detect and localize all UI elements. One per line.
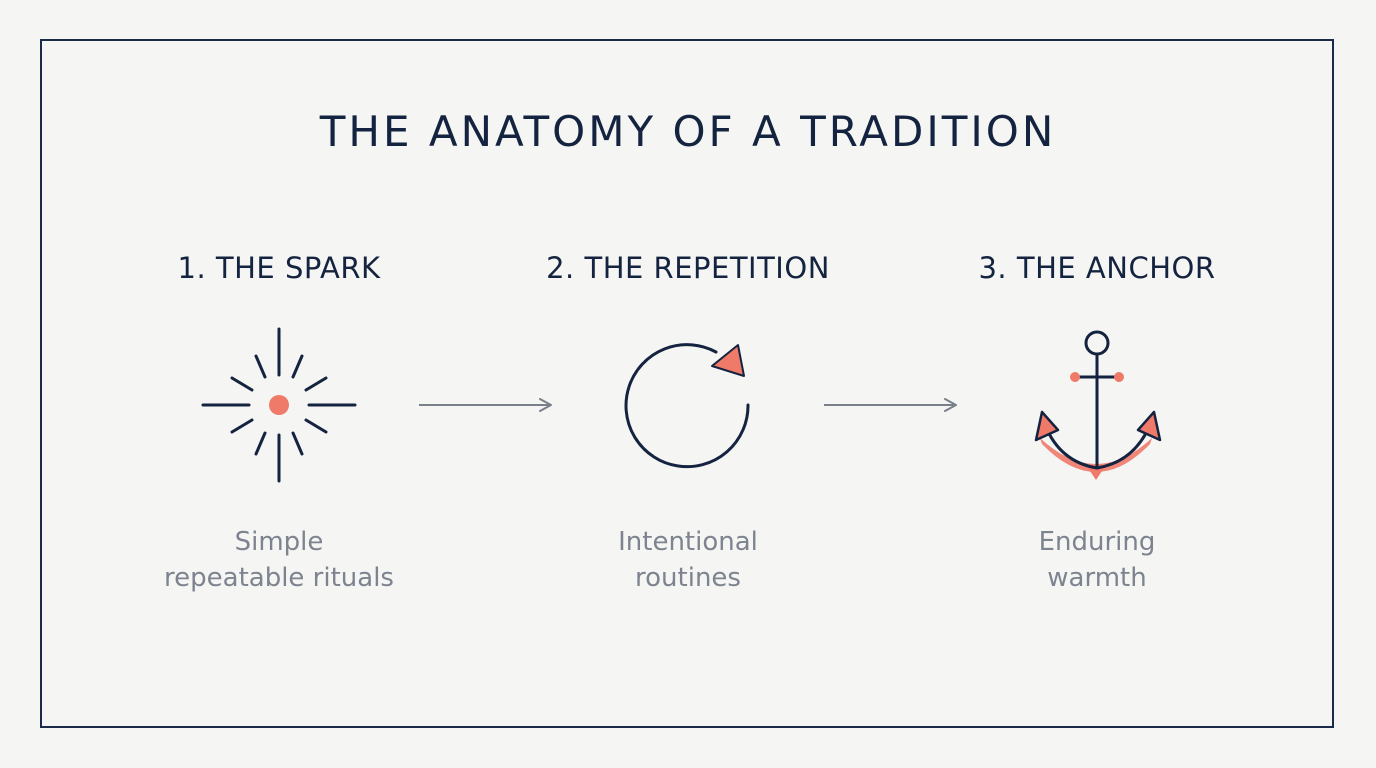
step-2-title: 2. THE REPETITION [546,251,830,285]
step-3-description: Enduring warmth [917,524,1277,596]
step-3-description-line-2: warmth [1047,563,1147,593]
diagram-frame [40,39,1334,728]
step-1-title: 1. THE SPARK [177,251,381,285]
spark-center-dot [269,395,289,415]
step-2-description: Intentional routines [508,524,868,596]
anchor-icon [1034,330,1162,480]
step-1-description-line-1: Simple [234,527,324,557]
step-3-description-line-1: Enduring [1038,527,1156,557]
step-1-description: Simple repeatable rituals [99,524,459,596]
step-2-description-line-1: Intentional [618,527,758,557]
step-3-title: 3. THE ANCHOR [978,251,1216,285]
diagram-title: THE ANATOMY OF A TRADITION [319,107,1057,156]
step-1-description-line-2: repeatable rituals [164,563,394,593]
spark-icon [201,327,357,483]
cycle-arrow-icon [624,343,750,469]
step-2-description-line-2: routines [635,563,741,593]
